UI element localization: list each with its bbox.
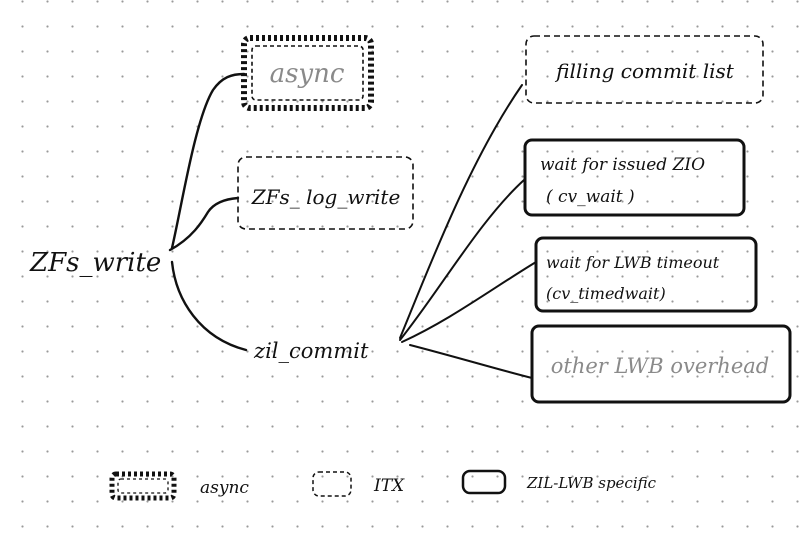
other-lwb-overhead-node-box	[530, 324, 792, 404]
edge-zfswrite-async	[170, 72, 246, 250]
wait-lwb-timeout-line1: wait for LWB timeout	[546, 253, 720, 272]
edge-zfswrite-zilcommit	[170, 260, 248, 352]
zfs-log-write-label: ZFs_ log_write	[251, 185, 401, 209]
edge-zilcommit-filling	[399, 84, 523, 339]
edge-zfswrite-logwrite	[168, 196, 240, 252]
wait-lwb-timeout-node-box	[534, 236, 758, 313]
wait-issued-zio-line1: wait for issued ZIO	[540, 155, 705, 175]
legend: async ITX ZIL-LWB specific	[109, 469, 657, 501]
async-node-box	[251, 45, 364, 101]
legend-async-swatch-inner	[117, 478, 169, 494]
legend-itx-swatch	[312, 471, 352, 497]
edge-zilcommit-waitlwb	[401, 261, 537, 343]
legend-async-swatch-hatch	[109, 471, 177, 501]
zfs-write-label: ZFs_write	[29, 248, 161, 278]
edge-zilcommit-other	[409, 344, 533, 379]
other-lwb-overhead-label: other LWB overhead	[551, 354, 769, 378]
async-node-label: async	[270, 59, 345, 89]
filling-commit-list-label: filling commit list	[554, 59, 735, 83]
wait-lwb-timeout-line2: (cv_timedwait)	[546, 284, 666, 303]
wait-issued-zio-line2: ( cv_wait )	[546, 187, 635, 207]
wait-issued-zio-node-box	[523, 138, 746, 217]
edge-zilcommit-waitissued	[399, 179, 525, 341]
legend-itx-label: ITX	[373, 476, 405, 496]
async-node-hatch-border	[241, 35, 374, 111]
filling-commit-list-node-box	[525, 35, 764, 104]
legend-zil-lwb-label: ZIL-LWB specific	[526, 474, 657, 492]
legend-async-label: async	[200, 478, 249, 498]
legend-zil-lwb-swatch	[461, 469, 507, 495]
zil-commit-label: zil_commit	[253, 339, 369, 363]
